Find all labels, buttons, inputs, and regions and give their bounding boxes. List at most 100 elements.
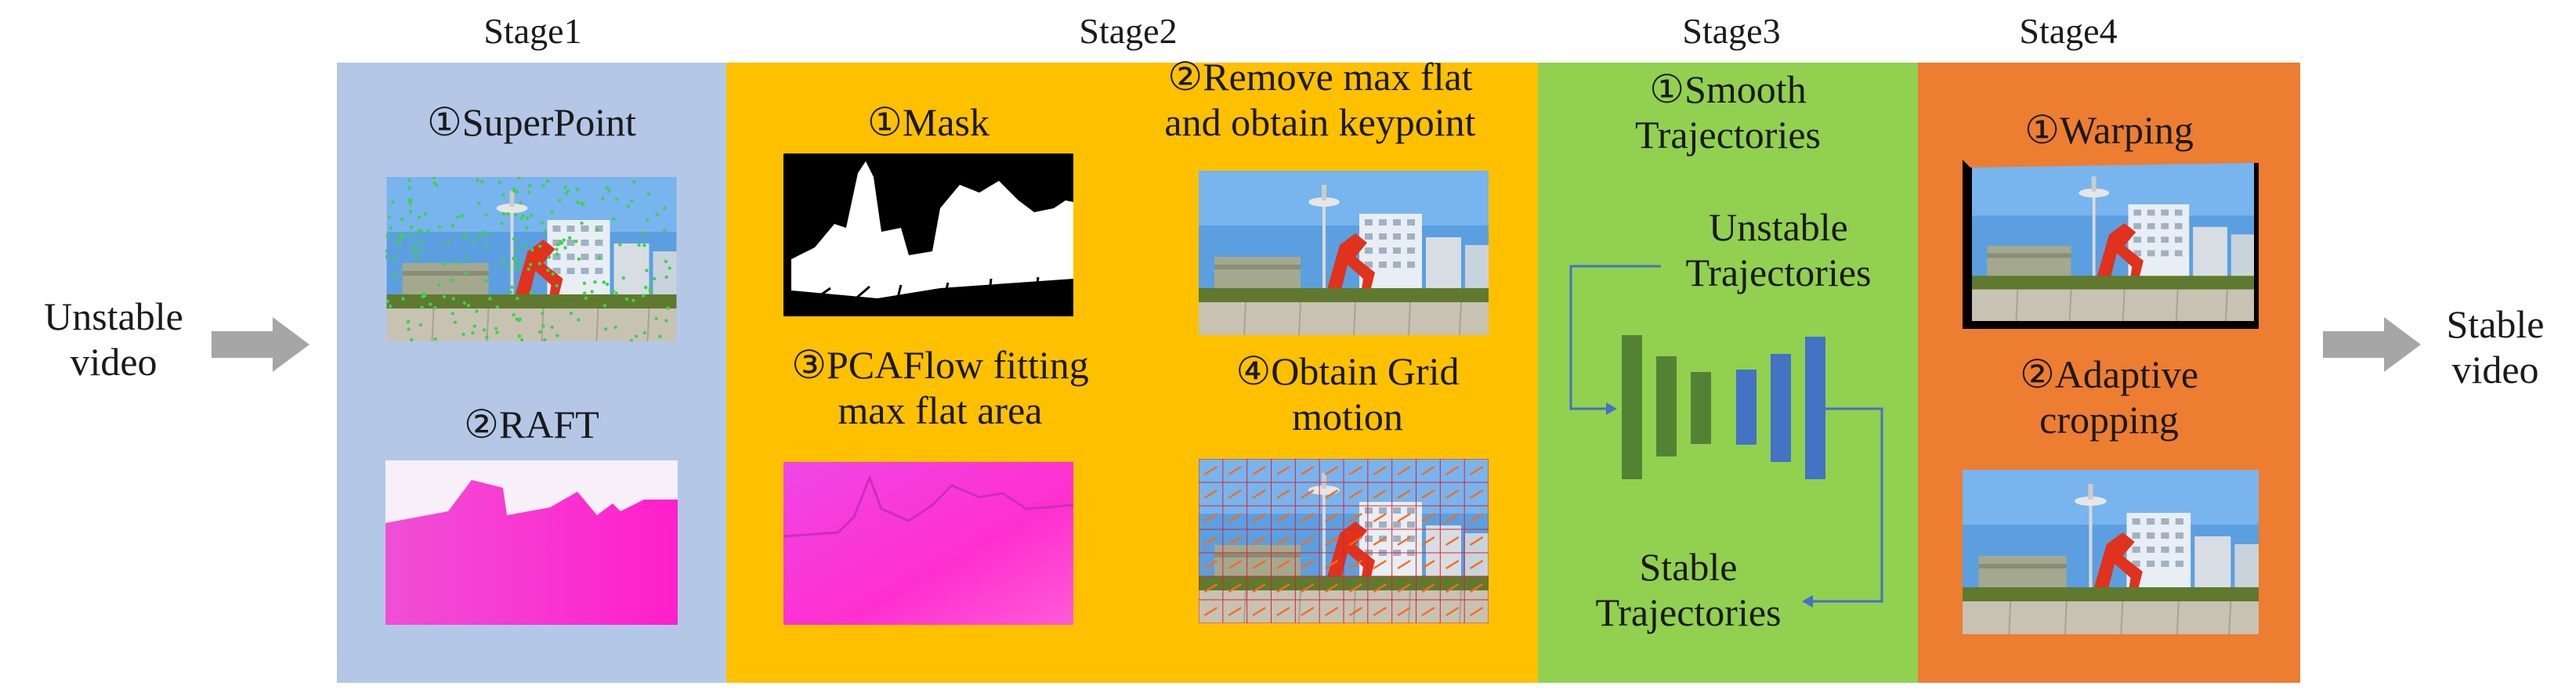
keypoint-dot bbox=[385, 249, 388, 253]
motion-arrow bbox=[1421, 536, 1435, 547]
keypoint-dot bbox=[543, 229, 548, 233]
keypoint-dot bbox=[637, 243, 641, 247]
keypoint-dot bbox=[410, 233, 414, 237]
keypoint-dot bbox=[432, 177, 436, 179]
keypoint-dot bbox=[527, 190, 531, 194]
motion-arrow bbox=[1228, 536, 1242, 547]
keypoint-dot bbox=[435, 183, 439, 187]
keypoint-dot bbox=[528, 183, 532, 188]
keypoint-dot bbox=[664, 275, 668, 280]
keypoint-dot bbox=[621, 276, 625, 280]
stage2-grid-motion-label: ④Obtain Grid motion bbox=[1236, 349, 1460, 438]
keypoint-dot bbox=[581, 203, 585, 207]
keypoint-dot bbox=[530, 248, 534, 252]
keypoint-dot bbox=[537, 330, 542, 334]
keypoint-dot bbox=[482, 328, 487, 332]
keypoint-dot bbox=[529, 214, 534, 218]
motion-arrow bbox=[1373, 465, 1387, 476]
motion-arrow bbox=[1276, 559, 1290, 570]
keypoint-dot bbox=[641, 294, 646, 298]
keypoint-dot bbox=[426, 229, 431, 233]
keypoint-dot bbox=[598, 256, 602, 260]
keypoint-dot bbox=[472, 238, 476, 243]
keypoint-dot bbox=[642, 330, 646, 335]
motion-arrow bbox=[1373, 583, 1387, 594]
keypoint-dot bbox=[595, 228, 599, 232]
keypoint-dot bbox=[624, 297, 629, 301]
motion-arrow bbox=[1203, 583, 1218, 594]
keypoint-dot bbox=[658, 334, 662, 338]
keypoint-dot bbox=[512, 189, 516, 193]
stage3-smooth-label: ①Smooth Trajectories bbox=[1635, 67, 1821, 157]
keypoint-dot bbox=[397, 243, 401, 247]
keypoint-dot bbox=[668, 266, 671, 270]
motion-arrow bbox=[1469, 489, 1484, 500]
motion-arrow bbox=[1469, 559, 1484, 570]
stage4-warping-label: ①Warping bbox=[2024, 108, 2194, 152]
keypoint-dot bbox=[416, 229, 421, 233]
keypoint-dot bbox=[541, 324, 545, 328]
keypoint-dot bbox=[513, 265, 517, 269]
motion-arrow bbox=[1228, 465, 1242, 476]
keypoint-dot bbox=[484, 213, 488, 217]
motion-arrow bbox=[1397, 536, 1411, 547]
keypoint-dot bbox=[485, 336, 489, 340]
motion-arrow bbox=[1252, 489, 1266, 500]
keypoint-dot bbox=[601, 197, 605, 200]
keypoint-dot bbox=[406, 319, 410, 324]
keypoint-dot bbox=[501, 258, 505, 263]
keypoint-dot bbox=[555, 243, 560, 247]
keypoint-dot bbox=[521, 214, 525, 218]
keypoint-dot bbox=[655, 212, 660, 217]
keypoint-dot bbox=[551, 272, 555, 276]
motion-arrow bbox=[1252, 606, 1266, 617]
keypoint-dot bbox=[559, 240, 563, 244]
keypoint-dot bbox=[632, 179, 636, 184]
output-label: Stable video bbox=[2446, 302, 2545, 391]
motion-arrow bbox=[1373, 606, 1387, 617]
motion-arrow bbox=[1203, 489, 1218, 500]
keypoint-dot bbox=[414, 257, 419, 261]
keypoint-dot bbox=[514, 213, 518, 217]
keypoint-dot bbox=[461, 214, 465, 218]
keypoint-dot bbox=[646, 192, 650, 197]
keypoint-dot bbox=[518, 317, 522, 321]
keypoint-dot bbox=[568, 236, 572, 240]
motion-arrow bbox=[1445, 489, 1460, 500]
keypoint-dot bbox=[642, 244, 646, 247]
keypoint-dot bbox=[475, 309, 479, 313]
input-arrow-icon bbox=[212, 317, 309, 372]
motion-arrow bbox=[1421, 583, 1435, 594]
motion-arrow bbox=[1397, 465, 1411, 476]
keypoint-dot bbox=[495, 330, 499, 334]
motion-arrow bbox=[1301, 489, 1315, 500]
keypoint-dot bbox=[508, 290, 513, 294]
keypoint-dot bbox=[550, 325, 554, 330]
motion-arrow bbox=[1421, 512, 1435, 523]
stage1-superpoint-label: ①SuperPoint bbox=[426, 100, 637, 144]
stage4-title: Stage4 bbox=[2019, 11, 2118, 51]
keypoint-dot bbox=[517, 266, 521, 270]
keypoint-dot bbox=[417, 215, 421, 219]
keypoint-dot bbox=[414, 250, 418, 254]
motion-arrow bbox=[1445, 606, 1460, 617]
motion-arrow bbox=[1276, 583, 1290, 594]
keypoint-dot bbox=[543, 337, 547, 341]
keypoint-dot bbox=[494, 327, 498, 330]
keypoint-dot bbox=[422, 291, 426, 296]
motion-arrow bbox=[1397, 489, 1411, 500]
keypoint-dot bbox=[393, 239, 398, 243]
keypoint-dot bbox=[450, 312, 454, 316]
stage3-stable-traj-label: Stable Trajectories bbox=[1595, 545, 1782, 634]
keypoint-dot bbox=[472, 324, 477, 328]
keypoint-dot bbox=[654, 316, 658, 320]
motion-arrow bbox=[1469, 512, 1484, 523]
keypoint-dot bbox=[517, 177, 522, 179]
keypoint-dot bbox=[563, 186, 567, 189]
motion-arrow bbox=[1397, 583, 1411, 594]
keypoint-dot bbox=[607, 189, 611, 193]
keypoint-dot bbox=[569, 312, 573, 316]
motion-arrow bbox=[1203, 536, 1218, 547]
motion-arrow bbox=[1348, 583, 1363, 594]
motion-arrow bbox=[1252, 559, 1266, 570]
